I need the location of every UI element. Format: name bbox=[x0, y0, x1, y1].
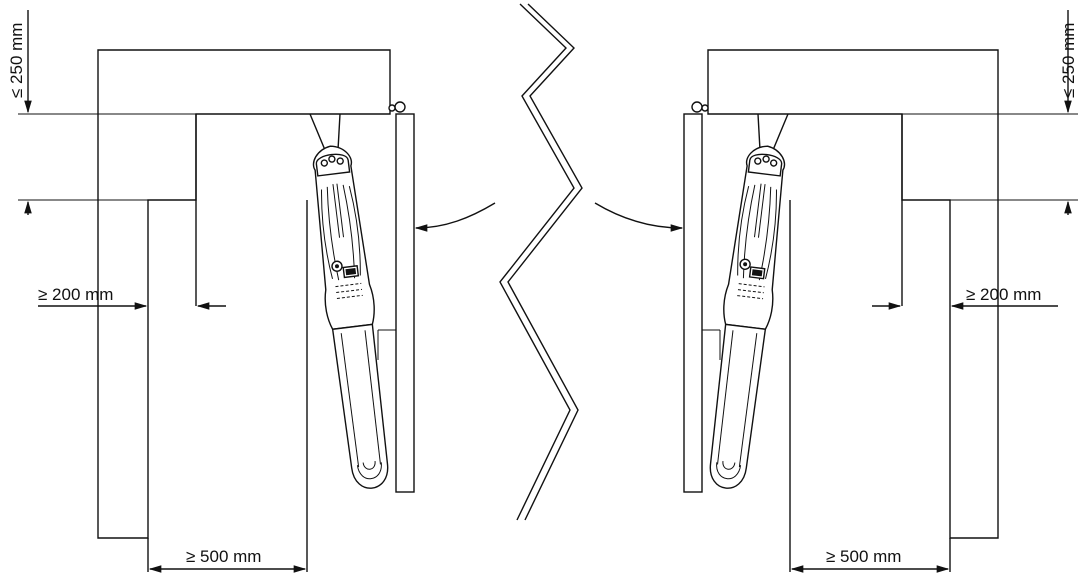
left-side-clearance-label: ≥ 200 mm bbox=[38, 285, 113, 304]
right-installation: ≤ 250 mm ≥ 200 mm ≥ 500 mm bbox=[594, 10, 1078, 573]
break-line bbox=[499, 3, 583, 521]
right-opening-width-label: ≥ 500 mm bbox=[826, 547, 901, 566]
right-swing-arrow bbox=[594, 202, 684, 232]
right-top-clearance-label: ≤ 250 mm bbox=[1059, 23, 1078, 98]
left-bracket bbox=[309, 113, 341, 151]
left-door-leaf bbox=[395, 113, 415, 493]
right-side-clearance-label: ≥ 200 mm bbox=[966, 285, 1041, 304]
left-top-clearance-label: ≤ 250 mm bbox=[7, 23, 26, 98]
left-opening-width-label: ≥ 500 mm bbox=[186, 547, 261, 566]
left-installation: ≤ 250 mm ≥ 200 mm ≥ 500 mm bbox=[7, 10, 496, 573]
right-operator-arm bbox=[700, 142, 793, 492]
left-operator-arm bbox=[305, 142, 398, 492]
right-door-leaf bbox=[683, 113, 703, 493]
right-bracket bbox=[757, 113, 789, 151]
right-hinge-icon bbox=[691, 101, 703, 113]
left-hinge-icon bbox=[394, 101, 406, 113]
left-swing-arrow bbox=[414, 202, 496, 232]
